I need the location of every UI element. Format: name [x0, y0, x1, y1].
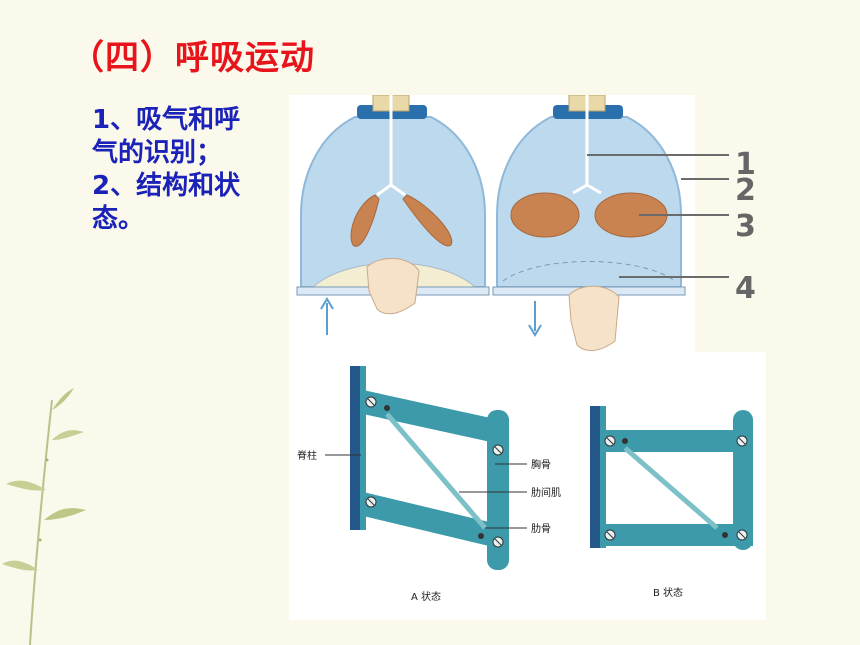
slide-title: （四）呼吸运动 [70, 38, 315, 78]
label-2: 2 [735, 173, 756, 208]
label-rib: 肋骨 [531, 522, 551, 535]
bell-jar-right [492, 94, 686, 351]
bell-jar-left [296, 94, 490, 335]
label-intercostal-muscle: 肋间肌 [531, 486, 561, 499]
label-spine: 脊柱 [297, 449, 317, 462]
label-1: 1 [735, 147, 756, 182]
bullet-line: 1、吸气和呼 [92, 105, 241, 135]
bullet-line: 2、结构和状 [92, 171, 241, 201]
rib-model-a: 脊柱 胸骨 肋间肌 肋骨 A 状态 [297, 366, 561, 603]
bullet-line: 态。 [92, 204, 145, 234]
bullet-line: 气的识别； [92, 138, 223, 168]
bell-jar-diagram [296, 94, 729, 351]
bell-jar-number-labels: 1 2 3 4 [695, 147, 756, 306]
label-3: 3 [735, 209, 756, 244]
rib-model-diagram: 脊柱 胸骨 肋间肌 肋骨 A 状态 B 状态 [297, 366, 753, 603]
bamboo-decoration-icon [2, 388, 86, 645]
label-state-b: B 状态 [653, 586, 683, 599]
label-state-a: A 状态 [411, 590, 441, 603]
rib-model-figure: 脊柱 胸骨 肋间肌 肋骨 A 状态 B 状态 [289, 352, 766, 620]
label-sternum: 胸骨 [531, 458, 551, 471]
label-4: 4 [735, 271, 756, 306]
rib-model-b: B 状态 [590, 406, 753, 599]
bullet-list: 1、吸气和呼 气的识别； 2、结构和状 态。 [92, 104, 292, 236]
bell-jar-figure [289, 94, 729, 355]
